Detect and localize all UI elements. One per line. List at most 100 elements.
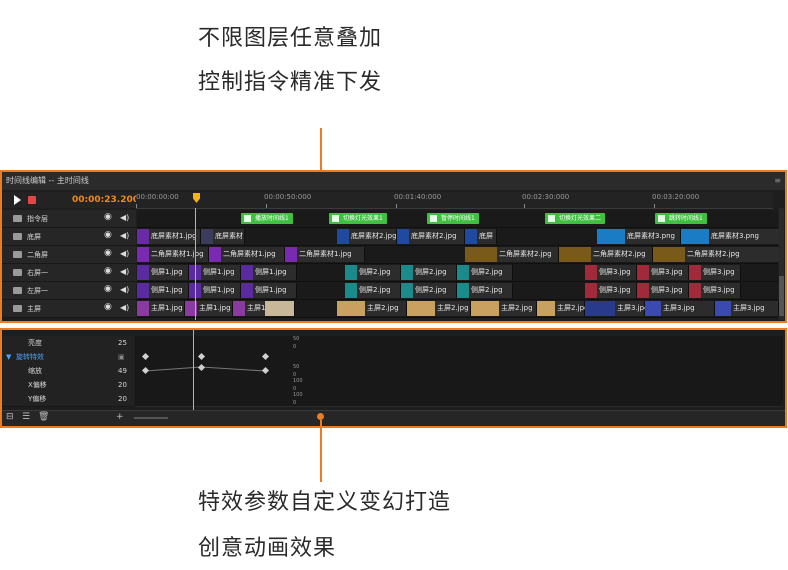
media-clip[interactable]: 底屏素材3.png <box>681 229 781 244</box>
horizontal-scrollbar[interactable] <box>134 417 168 419</box>
stop-button[interactable] <box>28 196 36 204</box>
track-lane-corner[interactable]: 二角屏素材1.jpg 二角屏素材1.jpg 二角屏素材1.jpg 二角屏素材2.… <box>137 246 783 264</box>
media-clip[interactable]: 侧屏3.jpg <box>585 283 637 298</box>
media-clip[interactable]: 底屏 <box>465 229 497 244</box>
command-block[interactable]: 切换灯光效果二 <box>545 213 606 224</box>
speaker-icon[interactable]: ◀) <box>120 213 130 222</box>
command-block[interactable]: 播放时间线1 <box>241 213 293 224</box>
effect-value[interactable]: 25 <box>118 339 127 347</box>
effect-value[interactable]: 20 <box>118 381 127 389</box>
media-clip[interactable]: 侧屏1.jpg <box>189 283 241 298</box>
media-clip[interactable]: 侧屏2.jpg <box>345 283 401 298</box>
track-lane-main[interactable]: 主屏1.jpg 主屏1.jpg 主屏1 主屏2.jpg 主屏2.jpg 主屏2.… <box>137 300 779 318</box>
effect-row-rotate[interactable]: ▼旋转特效▣ <box>2 350 134 365</box>
media-clip[interactable]: 侧屏1.jpg <box>137 283 189 298</box>
media-clip[interactable]: 侧屏3.jpg <box>689 283 741 298</box>
media-clip[interactable]: 侧屏2.jpg <box>401 265 457 280</box>
speaker-icon[interactable]: ◀) <box>120 285 130 294</box>
playhead-handle[interactable] <box>193 193 200 203</box>
media-clip[interactable]: 底屏素材3.png <box>597 229 681 244</box>
media-clip[interactable]: 主屏1.jpg <box>185 301 233 316</box>
media-clip[interactable]: 二角屏素材2.jpg <box>653 247 783 262</box>
keyframe[interactable] <box>197 352 206 361</box>
effect-value[interactable]: 49 <box>118 367 127 375</box>
track-lane-left[interactable]: 侧屏1.jpg 侧屏1.jpg 侧屏1.jpg 侧屏2.jpg 侧屏2.jpg … <box>137 282 778 300</box>
media-clip[interactable]: 侧屏2.jpg <box>457 283 513 298</box>
add-effect-icon[interactable]: ⊟ <box>6 412 14 422</box>
media-clip[interactable]: 侧屏1.jpg <box>137 265 189 280</box>
panel-menu-icon[interactable]: ≡ <box>774 176 781 185</box>
media-clip[interactable]: 侧屏1.jpg <box>189 265 241 280</box>
media-clip[interactable]: 侧屏3.jpg <box>585 265 637 280</box>
scrollbar-thumb[interactable] <box>779 276 784 316</box>
media-clip[interactable]: 主屏3.jpg <box>645 301 715 316</box>
track-lane-right[interactable]: 侧屏1.jpg 侧屏1.jpg 侧屏1.jpg 侧屏2.jpg 侧屏2.jpg … <box>137 264 778 282</box>
keyframe[interactable] <box>261 352 270 361</box>
media-clip[interactable]: 主屏2.jpg <box>471 301 537 316</box>
track-header-left[interactable]: 左屏一◉◀) <box>2 282 136 300</box>
add-icon[interactable]: + <box>116 412 124 422</box>
effect-value[interactable]: 20 <box>118 395 127 403</box>
command-block[interactable]: 暂停时间线1 <box>427 213 479 224</box>
media-clip[interactable]: 主屏1 <box>233 301 295 316</box>
eye-icon[interactable]: ◉ <box>104 230 112 240</box>
eye-icon[interactable]: ◉ <box>104 302 112 312</box>
speaker-icon[interactable]: ◀) <box>120 231 130 240</box>
media-clip[interactable]: 二角屏素材1.jpg <box>209 247 285 262</box>
media-clip[interactable]: 侧屏2.jpg <box>401 283 457 298</box>
eye-icon[interactable]: ◉ <box>104 212 112 222</box>
command-block[interactable]: 切换灯光效果1 <box>329 213 387 224</box>
speaker-icon[interactable]: ◀) <box>120 303 130 312</box>
media-clip[interactable]: 二角屏素材1.jpg <box>137 247 209 262</box>
eye-icon[interactable]: ◉ <box>104 266 112 276</box>
media-clip[interactable]: 侧屏3.jpg <box>689 265 741 280</box>
media-clip[interactable]: 二角屏素材2.jpg <box>465 247 559 262</box>
track-header-corner[interactable]: 二角屏◉◀) <box>2 246 136 264</box>
track-header-right[interactable]: 右屏一◉◀) <box>2 264 136 282</box>
media-clip[interactable]: 主屏2.jpg <box>407 301 471 316</box>
media-clip[interactable]: 主屏2.jpg <box>337 301 407 316</box>
collapse-arrow-icon[interactable]: ▼ <box>6 353 12 361</box>
effect-lane[interactable] <box>135 350 783 365</box>
time-ruler[interactable]: 00:00:00:00 00:00:50:000 00:01:40:000 00… <box>136 192 773 209</box>
media-clip[interactable]: 侧屏3.jpg <box>637 265 689 280</box>
track-lane-bottom[interactable]: 底屏素材1.jpg 底屏素材 底屏素材2.jpg 底屏素材2.jpg 底屏 底屏… <box>137 228 781 246</box>
track-lane-command[interactable]: 播放时间线1 切换灯光效果1 暂停时间线1 切换灯光效果二 跳转时间线1 <box>137 210 778 228</box>
media-clip[interactable]: 主屏2.jpg <box>537 301 589 316</box>
media-clip[interactable]: 侧屏2.jpg <box>457 265 513 280</box>
vertical-scrollbar[interactable] <box>779 208 784 320</box>
media-clip[interactable]: 侧屏3.jpg <box>637 283 689 298</box>
media-clip[interactable]: 二角屏素材2.jpg <box>559 247 653 262</box>
eye-icon[interactable]: ◉ <box>104 248 112 258</box>
speaker-icon[interactable]: ◀) <box>120 249 130 258</box>
media-clip[interactable]: 主屏3.jpg <box>715 301 779 316</box>
list-icon[interactable]: ☰ <box>22 412 31 422</box>
command-block[interactable]: 跳转时间线1 <box>655 213 707 224</box>
media-clip[interactable]: 侧屏2.jpg <box>345 265 401 280</box>
media-clip[interactable]: 二角屏素材1.jpg <box>285 247 365 262</box>
track-header-bottom[interactable]: 底屏◉◀) <box>2 228 136 246</box>
track-header-main[interactable]: 主屏◉◀) <box>2 300 136 318</box>
media-clip[interactable]: 底屏素材2.jpg <box>397 229 465 244</box>
media-clip[interactable]: 底屏素材2.jpg <box>337 229 397 244</box>
media-clip[interactable]: 主屏3.jpg <box>585 301 649 316</box>
play-button[interactable] <box>14 195 21 205</box>
speaker-icon[interactable]: ◀) <box>120 267 130 276</box>
media-clip[interactable]: 侧屏1.jpg <box>241 265 297 280</box>
media-clip[interactable]: 底屏素材 <box>201 229 245 244</box>
effect-toggle-icon[interactable]: ▣ <box>118 353 125 361</box>
media-clip[interactable]: 主屏1.jpg <box>137 301 185 316</box>
delete-icon[interactable]: 🗑 <box>38 412 50 422</box>
media-clip[interactable]: 底屏素材1.jpg <box>137 229 201 244</box>
media-clip[interactable]: 侧屏1.jpg <box>241 283 297 298</box>
eye-icon[interactable]: ◉ <box>104 284 112 294</box>
keyframe[interactable] <box>141 352 150 361</box>
